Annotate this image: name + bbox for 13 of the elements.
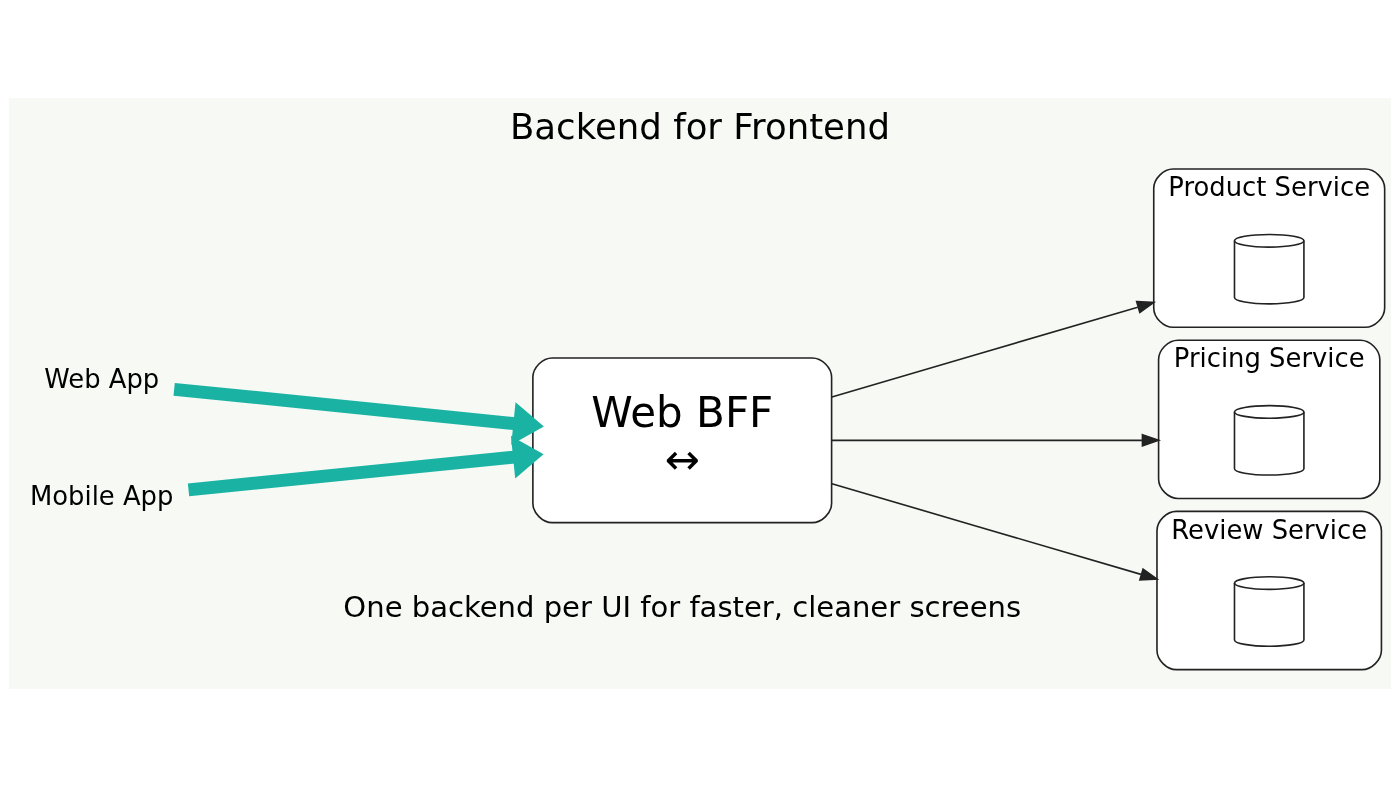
node-box: Web BFF ↔ — [532, 357, 833, 524]
arrow — [831, 482, 1160, 581]
cluster: Product Service — [1152, 168, 1386, 329]
cluster: Pricing Service — [1157, 339, 1381, 500]
arrow — [187, 435, 544, 497]
node-text: Web App — [44, 364, 160, 395]
caption: One backend per UI for faster, cleaner screens — [343, 589, 1022, 624]
node-text: Mobile App — [30, 480, 174, 511]
arrow — [831, 433, 1162, 448]
cluster: Review Service — [1156, 510, 1383, 671]
diagram-title: Backend for Frontend — [509, 106, 891, 148]
arrow — [831, 300, 1157, 398]
arrow — [173, 382, 544, 445]
